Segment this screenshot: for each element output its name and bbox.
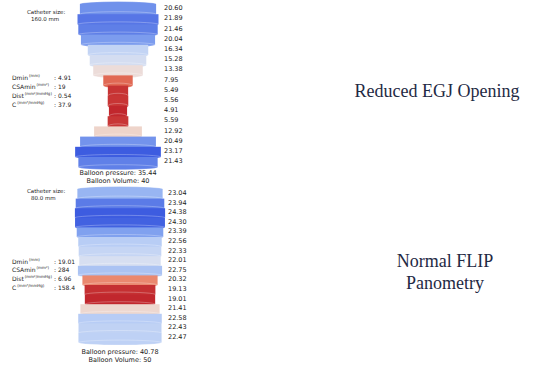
balloon-volume: Balloon Volume: 50 — [89, 357, 152, 365]
diameter-value: 22.01 — [168, 257, 187, 265]
balloon-pressure: Balloon pressure: 35.44 — [79, 170, 156, 178]
metric-name: CSAmin — [12, 83, 36, 90]
metric-unit: (mm³/mmHg) — [17, 284, 44, 289]
diameter-value: 22.33 — [168, 248, 187, 256]
metric-unit: (mm²/mmHg) — [25, 92, 52, 97]
diameter-value: 23.17 — [164, 148, 183, 156]
diameter-value: 24.30 — [168, 219, 187, 227]
diameter-value: 20.60 — [164, 5, 183, 13]
diameter-value: 19.01 — [168, 296, 187, 304]
diameter-value: 16.34 — [164, 46, 183, 54]
metric-value: : 19 — [54, 83, 66, 90]
metric-unit: (mm) — [29, 74, 40, 79]
diameter-value: 13.38 — [164, 66, 183, 74]
metric-name: C — [12, 101, 16, 108]
metric-unit: (mm) — [29, 258, 40, 263]
diameter-value: 5.59 — [164, 117, 178, 125]
panel-title: Normal FLIP Panometry — [380, 250, 510, 294]
diameter-value: 22.75 — [168, 267, 187, 275]
diameter-value: 5.56 — [164, 97, 178, 105]
diameter-value: 23.94 — [168, 200, 187, 208]
metric-value: : 6.96 — [54, 275, 71, 282]
metric-value: : 284 — [54, 266, 69, 273]
diameter-value: 22.43 — [168, 324, 187, 332]
diameter-value: 21.46 — [164, 26, 183, 34]
metric-value: : 4.91 — [54, 74, 71, 81]
diameter-value: 4.91 — [164, 107, 178, 115]
catheter-size-value: 160.0 mm — [31, 16, 59, 23]
metric-unit: (mm²) — [37, 266, 50, 271]
diameter-value: 23.39 — [168, 228, 187, 236]
catheter-size-label: Catheter size: — [27, 188, 65, 195]
metric-name: Dmin — [12, 258, 28, 265]
metric-value: : 0.54 — [54, 92, 71, 99]
metric-name: CSAmin — [12, 266, 36, 273]
diameter-value: 22.47 — [168, 334, 187, 342]
diameter-value: 12.92 — [164, 128, 183, 136]
metric-value: : 37.9 — [54, 101, 71, 108]
balloon-segment — [78, 340, 161, 345]
diameter-value: 21.41 — [168, 305, 187, 313]
panel-title: Reduced EGJ Opening — [355, 80, 520, 102]
catheter-size-value: 80.0 mm — [31, 195, 56, 202]
metric-value: : 19.01 — [54, 258, 75, 265]
diameter-value: 20.49 — [164, 138, 183, 146]
balloon-segment — [78, 165, 157, 170]
diameter-value: 22.56 — [168, 238, 187, 246]
metric-name: C — [12, 284, 16, 291]
diameter-value: 15.28 — [164, 56, 183, 64]
metric-name: Dist — [12, 92, 24, 99]
diameter-value: 20.32 — [168, 276, 187, 284]
metric-value: : 158.4 — [54, 284, 75, 291]
diameter-value: 21.43 — [164, 158, 183, 166]
balloon-volume: Balloon Volume: 40 — [87, 178, 150, 186]
diameter-value: 20.04 — [164, 36, 183, 44]
diameter-value: 21.89 — [164, 15, 183, 23]
metric-name: Dist — [12, 275, 24, 282]
metric-unit: (mm²) — [37, 83, 50, 88]
metric-unit: (mm³/mmHg) — [17, 101, 44, 106]
balloon-pressure: Balloon pressure: 40.78 — [81, 349, 158, 357]
diameter-value: 5.49 — [164, 87, 178, 95]
catheter-size-label: Catheter size: — [27, 9, 65, 16]
metric-unit: (mm²/mmHg) — [25, 275, 52, 280]
diameter-value: 23.04 — [168, 190, 187, 198]
diameter-value: 7.95 — [164, 77, 178, 85]
diameter-value: 24.38 — [168, 209, 187, 217]
diameter-value: 19.13 — [168, 286, 187, 294]
diameter-value: 22.58 — [168, 315, 187, 323]
metric-name: Dmin — [12, 74, 28, 81]
